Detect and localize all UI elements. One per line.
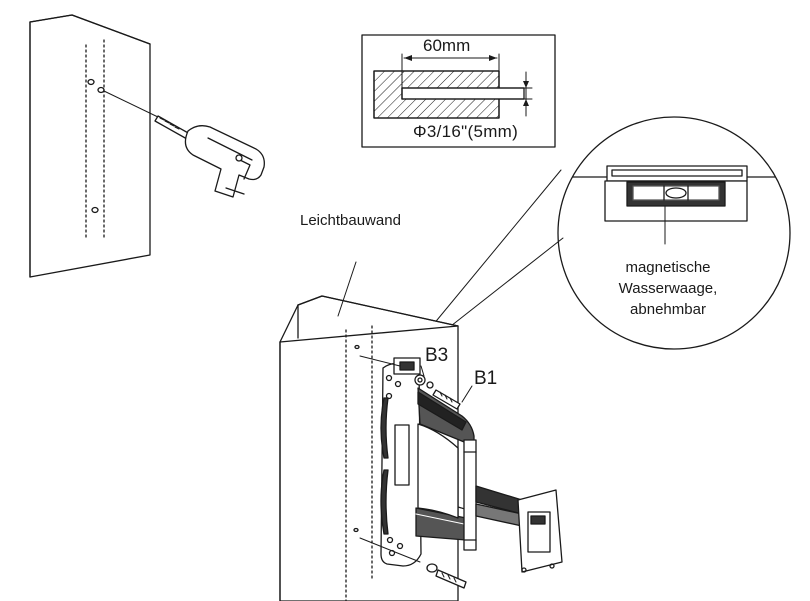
bolt-b1-label: B1 bbox=[474, 368, 498, 389]
wall-type-label: Leichtbauwand bbox=[300, 212, 401, 229]
drill-icon bbox=[103, 90, 265, 198]
level-caption-line2: Wasserwaage, bbox=[618, 280, 718, 297]
level-magnifier bbox=[403, 116, 791, 361]
wall-drilling-panel bbox=[29, 14, 151, 278]
screw-bottom bbox=[359, 537, 467, 589]
hole-detail-inset bbox=[361, 34, 556, 148]
drill-size-label: Φ3/16"(5mm) bbox=[413, 122, 519, 141]
level-caption-line1: magnetische bbox=[625, 259, 711, 276]
screw-b1 bbox=[426, 381, 473, 410]
level-caption-line3: abnehmbar bbox=[630, 301, 706, 318]
wall-mount-bracket bbox=[380, 357, 563, 573]
screw-b3 bbox=[359, 355, 426, 386]
level-caption: magnetische Wasserwaage, abnehmbar bbox=[598, 257, 738, 320]
bolt-b3-label: B3 bbox=[425, 345, 449, 366]
hole-depth-label: 60mm bbox=[423, 36, 471, 55]
